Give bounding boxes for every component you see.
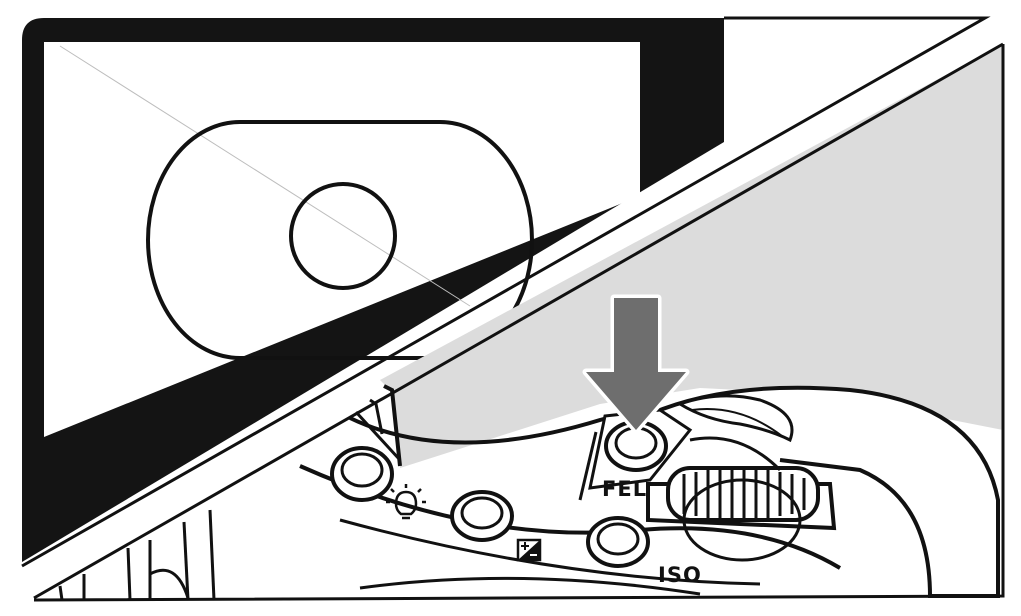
press-arrow-icon: [582, 294, 690, 434]
main-dial-icon: [646, 436, 837, 562]
spot-metering-circle-icon: [289, 182, 397, 290]
exposure-compensation-icon: [516, 538, 542, 562]
body-grip-lines: [58, 509, 216, 601]
af-point-selection-button-icon: [330, 446, 394, 502]
exposure-compensation-button: [450, 490, 514, 542]
lamp-icon: [386, 484, 426, 520]
camera-panel: FEL: [33, 42, 1005, 602]
iso-button-icon: [586, 516, 650, 568]
fel-label: FEL: [602, 477, 647, 501]
viewfinder-panel: [22, 18, 724, 562]
iso-label: ISO: [658, 563, 702, 587]
